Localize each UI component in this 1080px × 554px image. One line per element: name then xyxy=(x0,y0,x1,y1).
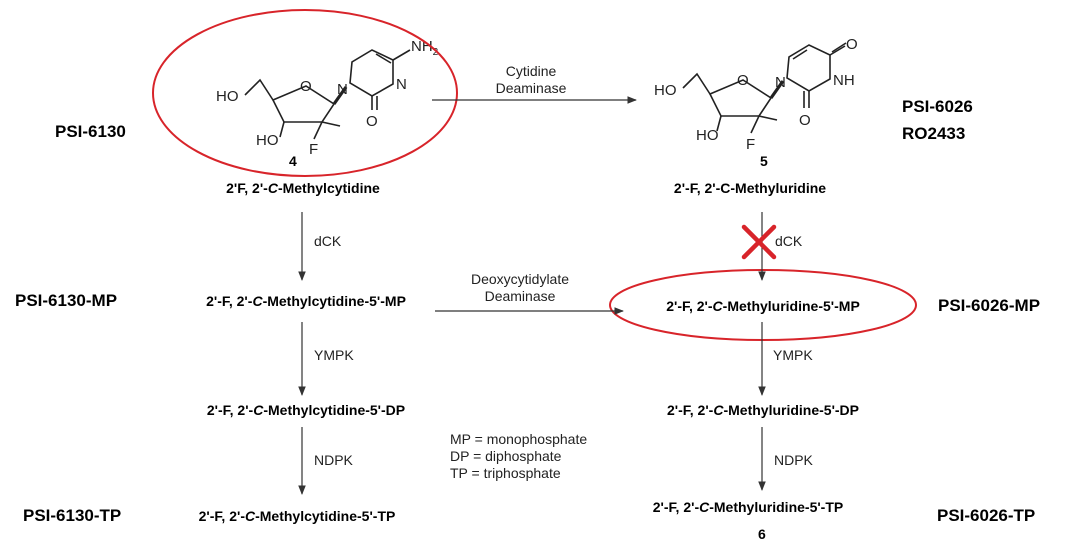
atom-ho-5prime-u: HO xyxy=(654,82,677,99)
structure-methyluridine: HO O N NH O O HO F 5 xyxy=(654,36,858,169)
atom-n3: N xyxy=(396,76,407,93)
compound-methyluridine-dp: 2'-F, 2'-C-Methyluridine-5'-DP xyxy=(667,402,859,418)
atom-f-u: F xyxy=(746,136,755,153)
compound-methyluridine: 2'-F, 2'-C-Methyluridine xyxy=(674,180,826,196)
enzyme-deaminase-1: Deaminase xyxy=(496,80,567,96)
compound-methylcytidine-mp: 2'-F, 2'-C-Methylcytidine-5'-MP xyxy=(206,293,406,309)
enzyme-ympk-right: YMPK xyxy=(773,347,813,363)
atom-n1: N xyxy=(337,81,348,98)
enzyme-deaminase-2: Deaminase xyxy=(485,288,556,304)
blocked-x-icon xyxy=(741,224,777,260)
atom-f: F xyxy=(309,141,318,158)
compound-number-5: 5 xyxy=(760,153,768,169)
compound-methylcytidine-tp: 2'-F, 2'-C-Methylcytidine-5'-TP xyxy=(199,508,396,524)
compound-methylcytidine: 2'F, 2'-C-Methylcytidine xyxy=(226,180,380,196)
legend-tp: TP = triphosphate xyxy=(450,465,561,481)
enzyme-ndpk-right: NDPK xyxy=(774,452,814,468)
atom-ho-3prime: HO xyxy=(256,132,279,149)
legend-mp: MP = monophosphate xyxy=(450,431,587,447)
structure-methylcytidine: HO O N N O NH2 HO F 4 xyxy=(216,38,439,169)
enzyme-ympk-left: YMPK xyxy=(314,347,354,363)
label-psi-6026-mp: PSI-6026-MP xyxy=(938,296,1040,315)
atom-nh2: NH2 xyxy=(411,38,439,58)
atom-o4-u: O xyxy=(846,36,858,53)
enzyme-deoxycytidylate: Deoxycytidylate xyxy=(471,271,569,287)
atom-o-ring-u: O xyxy=(737,72,749,89)
compound-number-4: 4 xyxy=(289,153,297,169)
label-psi-6130: PSI-6130 xyxy=(55,122,126,141)
atom-ho-3prime-u: HO xyxy=(696,127,719,144)
atom-o2-u: O xyxy=(799,112,811,129)
highlight-circle-cytidine xyxy=(152,9,458,177)
label-psi-6026: PSI-6026 xyxy=(902,97,973,116)
compound-number-6: 6 xyxy=(758,526,766,542)
atom-ho-5prime: HO xyxy=(216,88,239,105)
label-ro2433: RO2433 xyxy=(902,124,965,143)
highlight-circle-uridine-mp xyxy=(609,269,917,341)
enzyme-dck-left: dCK xyxy=(314,233,342,249)
label-psi-6130-tp: PSI-6130-TP xyxy=(23,506,121,525)
atom-nh-u: NH xyxy=(833,72,855,89)
label-psi-6130-mp: PSI-6130-MP xyxy=(15,291,117,310)
enzyme-ndpk-left: NDPK xyxy=(314,452,354,468)
atom-n1-u: N xyxy=(775,74,786,91)
atom-o-ring: O xyxy=(300,78,312,95)
compound-methyluridine-mp: 2'-F, 2'-C-Methyluridine-5'-MP xyxy=(666,298,860,314)
enzyme-dck-right: dCK xyxy=(775,233,803,249)
enzyme-cytidine: Cytidine xyxy=(506,63,557,79)
compound-methyluridine-tp: 2'-F, 2'-C-Methyluridine-5'-TP xyxy=(653,499,843,515)
label-psi-6026-tp: PSI-6026-TP xyxy=(937,506,1035,525)
compound-methylcytidine-dp: 2'-F, 2'-C-Methylcytidine-5'-DP xyxy=(207,402,405,418)
legend-dp: DP = diphosphate xyxy=(450,448,562,464)
atom-o-carbonyl: O xyxy=(366,113,378,130)
